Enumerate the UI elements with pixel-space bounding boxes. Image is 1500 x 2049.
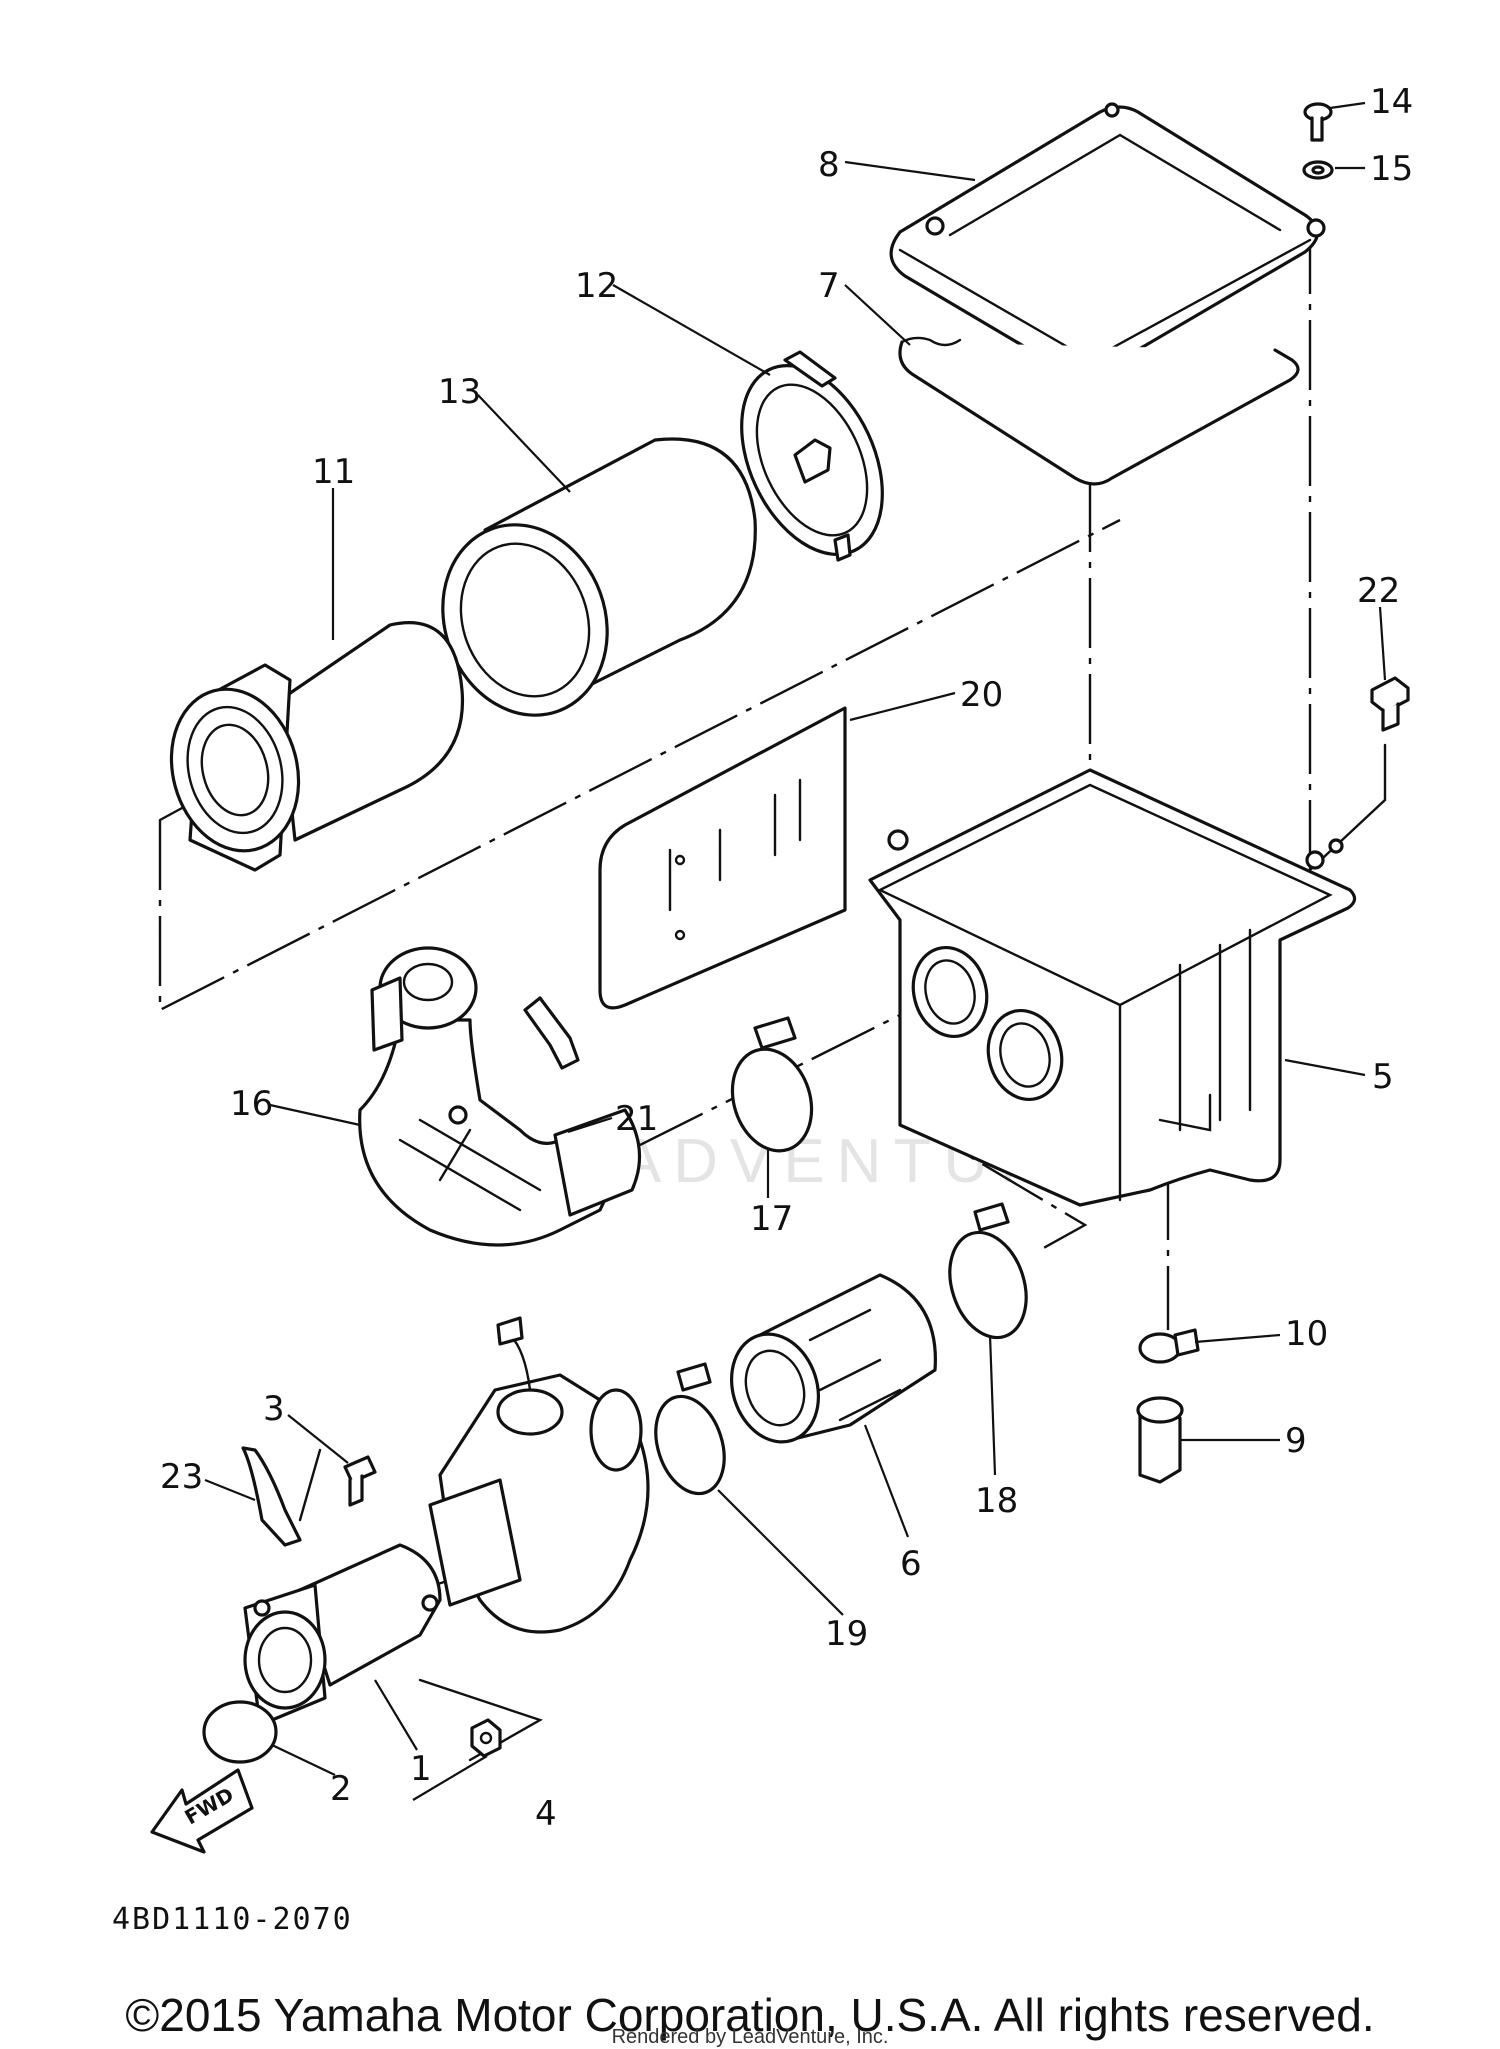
callout-1: 1 [410,1749,432,1789]
callout-2: 2 [330,1769,352,1809]
bolt-part-22 [1370,676,1410,732]
rendered-by-notice: Rendered by LeadVenture, Inc. [611,2026,889,2048]
o-ring [202,1700,278,1764]
callout-17: 17 [750,1199,793,1239]
callout-12: 12 [575,266,618,306]
clamp-part-19 [654,1362,726,1496]
intake-duct [358,946,642,1247]
fwd-arrow: FWD [150,1768,254,1854]
callout-20: 20 [960,675,1003,715]
cable-holder [241,1446,302,1547]
airbox-gasket [898,336,1300,486]
callout-10: 10 [1285,1314,1328,1354]
filter-element [441,437,757,717]
callout-13: 13 [438,372,481,412]
callout-3: 3 [263,1389,285,1429]
clamp-part-17 [730,1016,814,1153]
callout-18: 18 [975,1481,1018,1521]
callout-5: 5 [1372,1057,1394,1097]
callout-16: 16 [230,1084,273,1124]
washer-part-15 [1302,160,1334,180]
clamp-part-18 [948,1202,1028,1340]
callout-19: 19 [825,1614,868,1654]
copyright-notice: ©2015 Yamaha Motor Corporation, U.S.A. A… [125,1989,1375,2041]
callout-15: 15 [1370,149,1413,189]
nut-part-4 [470,1718,502,1758]
callout-labels: 14 15 8 7 12 13 11 22 20 21 16 5 17 10 9… [160,82,1413,1834]
drawing-code: 4BD1110-2070 [112,1902,353,1937]
filter-cap [740,350,884,562]
callout-6: 6 [900,1544,922,1584]
callout-23: 23 [160,1457,203,1497]
callout-9: 9 [1285,1421,1307,1461]
label-plate [598,706,847,1010]
callout-22: 22 [1357,571,1400,611]
callout-8: 8 [818,145,840,185]
air-box [868,768,1357,1207]
breather-hose [523,996,580,1070]
carburetor [428,1316,650,1634]
callout-21: 21 [615,1099,658,1139]
drain-hose-part-9 [1136,1396,1184,1484]
callout-11: 11 [312,452,355,492]
callout-14: 14 [1370,82,1413,122]
screw-part-3 [343,1455,377,1507]
callout-4: 4 [535,1794,557,1834]
filter-frame [169,621,465,872]
leader-lines [204,101,1387,1801]
intake-manifold [243,1543,442,1727]
airbox-cover [889,102,1326,379]
screw-part-14 [1303,102,1333,142]
callout-7: 7 [818,266,840,306]
clamp-part-10 [1138,1328,1200,1364]
carb-joint [729,1273,937,1444]
